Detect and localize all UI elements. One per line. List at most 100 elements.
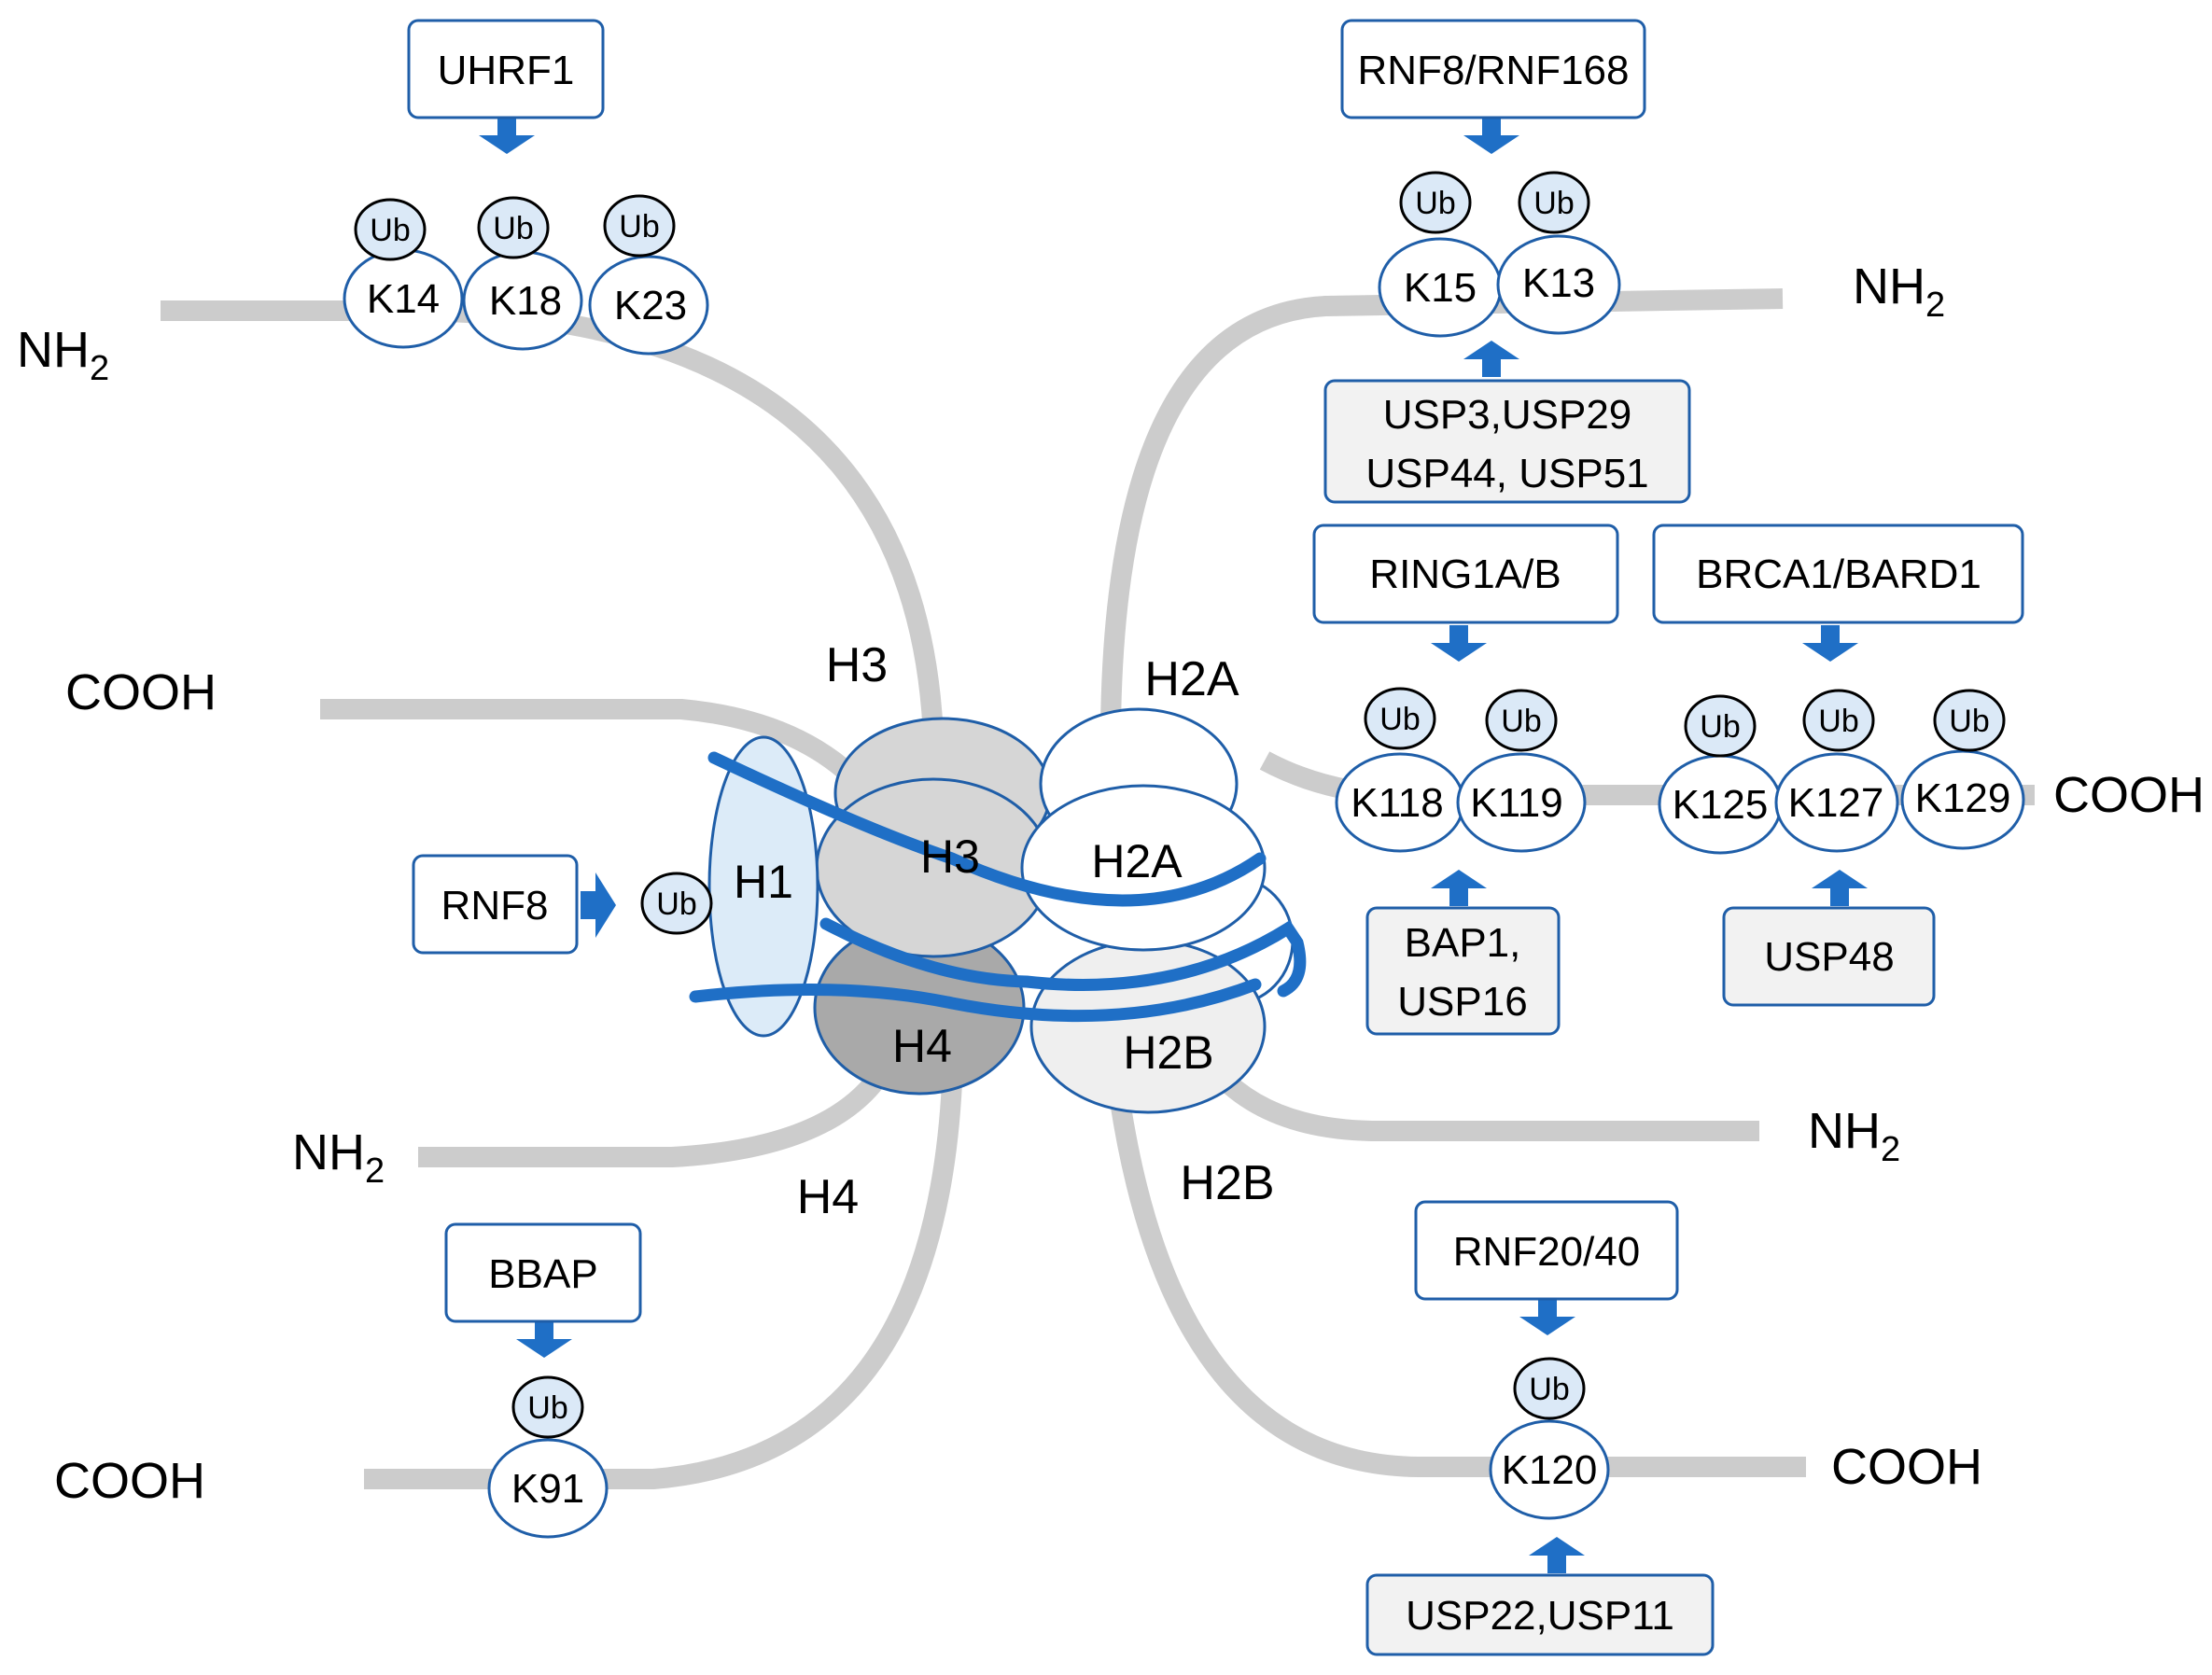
lysine-k127: K127 — [1774, 752, 1899, 853]
svg-text:K120: K120 — [1502, 1447, 1598, 1493]
dna-strand-middle — [819, 917, 1307, 998]
bbap-label: BBAP — [488, 1251, 597, 1297]
ring1ab-label: RING1A/B — [1369, 551, 1561, 597]
h3-nh2-tail — [161, 300, 944, 738]
ub-k15: Ub — [1399, 171, 1472, 234]
h2a-tail-label: H2A — [1144, 652, 1239, 706]
svg-text:Ub: Ub — [527, 1390, 567, 1426]
svg-text:Ub: Ub — [656, 886, 696, 922]
h2a-nh2-terminus: NH2 — [1853, 258, 1945, 325]
svg-text:K15: K15 — [1404, 265, 1477, 311]
h2a-core-label: H2A — [1091, 835, 1183, 887]
svg-text:Ub: Ub — [1949, 704, 1989, 739]
ub-k13: Ub — [1518, 171, 1590, 234]
ub-k91: Ub — [511, 1375, 584, 1439]
rnf8-rnf168-arrow — [1463, 118, 1519, 154]
h3-core-label: H3 — [920, 831, 980, 883]
usp22-usp11-label: USP22,USP11 — [1406, 1593, 1674, 1639]
ub-k125: Ub — [1684, 694, 1757, 758]
lysine-k120: K120 — [1489, 1419, 1610, 1520]
rnf8-label: RNF8 — [441, 883, 549, 928]
h4-nh2-terminus: NH2 — [292, 1124, 385, 1191]
bbap-box: BBAP — [444, 1222, 642, 1323]
usp48-label: USP48 — [1764, 934, 1894, 980]
lysine-k18: K18 — [462, 250, 583, 351]
svg-text:K13: K13 — [1522, 260, 1595, 306]
dna-strand-upper — [707, 751, 1267, 907]
lysine-k13: K13 — [1496, 234, 1621, 335]
lysine-k14: K14 — [343, 248, 464, 349]
ub-k14: Ub — [354, 198, 427, 261]
svg-text:K125: K125 — [1673, 782, 1769, 828]
ub-k127: Ub — [1802, 689, 1875, 752]
h4-tail-label: H4 — [797, 1170, 859, 1224]
usp22-usp11-box: USP22,USP11 — [1365, 1573, 1715, 1656]
uhrf1-box: UHRF1 — [407, 19, 605, 119]
h4-core-label: H4 — [892, 1020, 952, 1072]
rnf20-40-label: RNF20/40 — [1453, 1229, 1641, 1275]
svg-text:K118: K118 — [1351, 780, 1444, 826]
uhrf1-label: UHRF1 — [438, 48, 575, 93]
bap1-label: BAP1, — [1405, 920, 1521, 966]
svg-text:Ub: Ub — [619, 209, 659, 244]
brca1-bard1-box: BRCA1/BARD1 — [1652, 523, 2024, 624]
h4-nh2-tail — [418, 1058, 896, 1167]
dna-strand-lower — [689, 978, 1262, 1023]
lysine-k125: K125 — [1658, 754, 1783, 855]
svg-text:K18: K18 — [489, 278, 562, 324]
usp48-arrow — [1812, 870, 1868, 906]
bap1-usp16-box: BAP1, USP16 — [1365, 906, 1561, 1036]
svg-text:K119: K119 — [1470, 780, 1563, 826]
lysine-k129: K129 — [1900, 749, 2025, 850]
enzyme-boxes: UHRF1 RNF8/RNF168 USP3,USP29 USP44, USP5… — [407, 19, 2024, 1656]
brca1-bard1-arrow — [1802, 625, 1858, 662]
ring1ab-arrow — [1431, 625, 1487, 662]
h2a-octamer — [1020, 784, 1267, 952]
svg-text:K129: K129 — [1915, 775, 2011, 821]
uhrf1-arrow — [479, 118, 535, 154]
svg-text:Ub: Ub — [493, 211, 533, 246]
h4-cooh-tail — [364, 1082, 962, 1489]
ring1ab-box: RING1A/B — [1312, 523, 1619, 624]
h2b-nh2-terminus: NH2 — [1808, 1103, 1900, 1169]
svg-text:K127: K127 — [1788, 780, 1884, 826]
svg-text:Ub: Ub — [1501, 704, 1541, 739]
lysine-residues: K14 K18 K23 K15 K13 K118 K119 K125 — [343, 234, 2025, 1539]
usp44-usp51-label: USP44, USP51 — [1365, 451, 1648, 496]
ub-k118: Ub — [1364, 687, 1436, 750]
h2b-nh2-tail — [1210, 1066, 1759, 1141]
lysine-k91: K91 — [487, 1438, 609, 1539]
bbap-arrow — [516, 1321, 572, 1358]
usp3-usp29-label: USP3,USP29 — [1383, 392, 1632, 438]
svg-text:Ub: Ub — [1533, 186, 1574, 221]
bap1-usp16-arrow — [1431, 870, 1487, 906]
ub-k120: Ub — [1513, 1357, 1586, 1420]
rnf8-rnf168-box: RNF8/RNF168 — [1340, 19, 1646, 119]
ub-k18: Ub — [477, 196, 550, 259]
h2a-nh2-tail — [1100, 288, 1784, 729]
rnf8-rnf168-label: RNF8/RNF168 — [1358, 48, 1630, 93]
rnf20-40-arrow — [1519, 1299, 1575, 1335]
usp48-box: USP48 — [1722, 906, 1936, 1007]
brca1-bard1-label: BRCA1/BARD1 — [1696, 551, 1981, 597]
ubiquitin-tags: Ub Ub Ub Ub Ub Ub Ub Ub Ub Ub Ub Ub Ub — [354, 171, 2006, 1439]
h1-label: H1 — [734, 856, 793, 908]
h2b-cooh-terminus: COOH — [1831, 1439, 1982, 1495]
svg-text:Ub: Ub — [370, 213, 410, 248]
lysine-k118: K118 — [1335, 752, 1465, 853]
usp16-label: USP16 — [1397, 979, 1527, 1025]
rnf8-box: RNF8 — [412, 854, 579, 955]
h1-linker-histone — [707, 735, 819, 1038]
h3-cooh-terminus: COOH — [65, 664, 217, 720]
h2a-cooh-terminus: COOH — [2053, 767, 2205, 823]
h2b-cooh-tail — [1110, 1099, 1806, 1477]
h2b-core-label: H2B — [1123, 1026, 1213, 1079]
svg-text:Ub: Ub — [1700, 709, 1740, 745]
ub-k119: Ub — [1485, 689, 1558, 752]
h3-tail-label: H3 — [826, 638, 888, 692]
usp3-usp29-usp44-usp51-box: USP3,USP29 USP44, USP51 — [1323, 379, 1691, 504]
usp3-group-arrow — [1463, 341, 1519, 377]
lysine-k15: K15 — [1378, 237, 1503, 338]
usp22-usp11-arrow — [1529, 1537, 1585, 1573]
